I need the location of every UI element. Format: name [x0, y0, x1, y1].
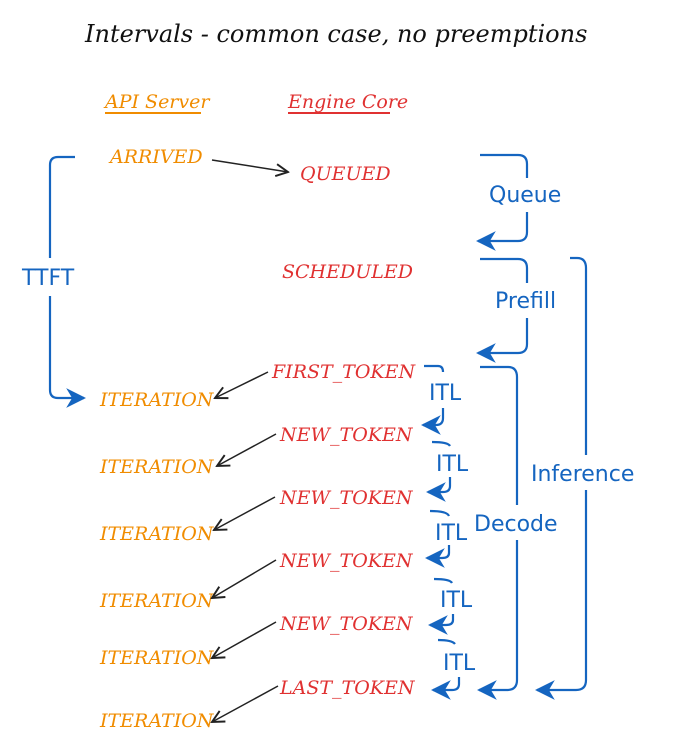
- arrow-last-token-to-iteration: [212, 685, 279, 722]
- api-server-header: API Server: [103, 91, 211, 113]
- state-last-token: LAST_TOKEN: [279, 677, 416, 699]
- inference-label: Inference: [531, 462, 634, 487]
- itl-label: ITL: [440, 588, 473, 613]
- state-new-token: NEW_TOKEN: [279, 550, 414, 572]
- decode-arrow: [477, 540, 519, 700]
- arrow-arrived-to-queued: [211, 159, 288, 172]
- state-first-token: FIRST_TOKEN: [271, 361, 416, 383]
- state-iteration: ITERATION: [99, 590, 215, 612]
- inference-bracket: [570, 256, 588, 455]
- itl-bracket: [429, 509, 451, 517]
- state-iteration: ITERATION: [99, 710, 215, 732]
- state-arrived: ARRIVED: [108, 146, 203, 168]
- itl-arrow: [421, 408, 445, 435]
- itl-label: ITL: [443, 651, 476, 676]
- state-scheduled: SCHEDULED: [282, 261, 413, 283]
- state-iteration: ITERATION: [99, 389, 215, 411]
- inference-arrow: [535, 490, 588, 700]
- itl-label: ITL: [435, 521, 468, 546]
- prefill-bracket: [480, 257, 529, 283]
- arrow-new-token-to-iteration: [212, 621, 277, 658]
- prefill-arrow: [476, 318, 529, 363]
- state-new-token: NEW_TOKEN: [279, 613, 414, 635]
- itl-arrow: [425, 545, 451, 568]
- decode-label: Decode: [474, 512, 558, 537]
- state-new-token: NEW_TOKEN: [279, 487, 414, 509]
- state-iteration: ITERATION: [99, 456, 215, 478]
- arrow-new-token-to-iteration: [212, 559, 277, 598]
- ttft-label: TTFT: [21, 266, 75, 291]
- state-queued: QUEUED: [300, 163, 391, 185]
- state-iteration: ITERATION: [99, 523, 215, 545]
- itl-bracket: [433, 577, 453, 584]
- queue-arrow: [476, 212, 529, 251]
- queue-bracket: [480, 153, 529, 178]
- itl-arrow: [426, 477, 452, 502]
- state-iteration: ITERATION: [99, 647, 215, 669]
- engine-core-header: Engine Core: [287, 91, 408, 113]
- decode-bracket: [480, 365, 519, 505]
- prefill-label: Prefill: [495, 289, 556, 314]
- itl-arrow: [428, 614, 455, 635]
- ttft-arrow: [48, 296, 86, 408]
- itl-bracket: [431, 440, 451, 447]
- itl-bracket: [437, 638, 456, 645]
- itl-bracket: [424, 364, 445, 373]
- queue-label: Queue: [489, 183, 561, 208]
- itl-label: ITL: [429, 381, 462, 406]
- itl-arrow: [431, 677, 461, 700]
- itl-label: ITL: [436, 452, 469, 477]
- state-new-token: NEW_TOKEN: [279, 424, 414, 446]
- arrow-new-token-to-iteration: [214, 496, 276, 530]
- arrow-first-token-to-iteration: [215, 371, 269, 398]
- ttft-bracket: [48, 155, 75, 258]
- diagram-title: Intervals - common case, no preemptions: [84, 20, 587, 48]
- arrow-new-token-to-iteration: [217, 433, 277, 466]
